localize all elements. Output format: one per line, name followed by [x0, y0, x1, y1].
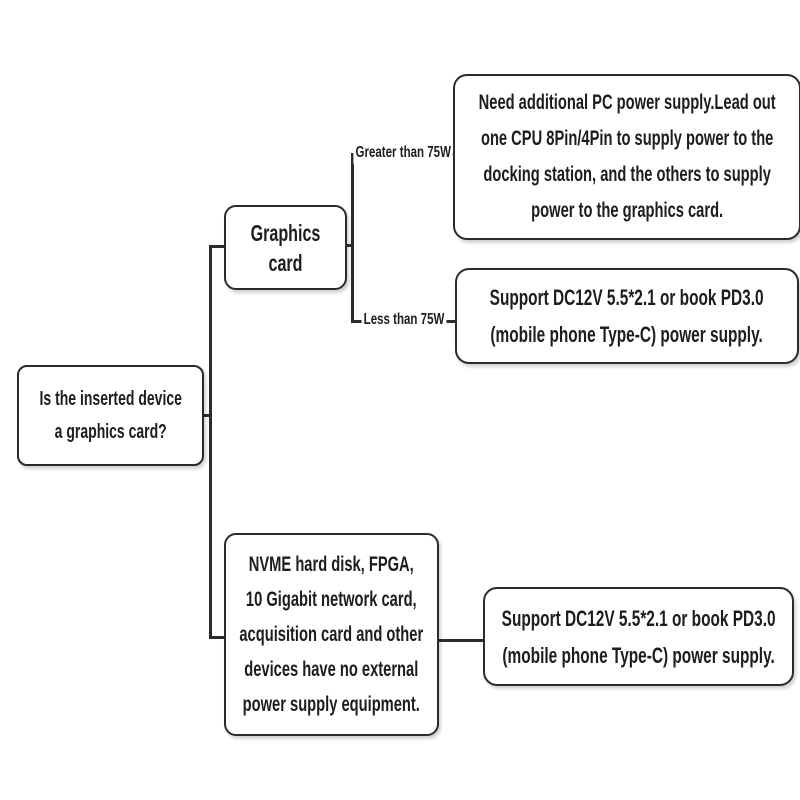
- connector-graphics-to-branch: [342, 244, 353, 247]
- connector-trunk-to-graphics: [209, 245, 226, 248]
- graphics-card-node: Graphics card: [224, 205, 347, 290]
- gpu-high-power-outcome-node: Need additional PC power supply.Lead out…: [453, 74, 800, 240]
- edge-label-less-than-75w: Less than 75W: [351, 309, 457, 331]
- connector-trunk-to-nvme: [209, 636, 226, 639]
- gpu-high-power-text: Need additional PC power supply.Lead out…: [478, 91, 776, 222]
- connector-trunk-vertical: [209, 245, 212, 638]
- edge-label-greater-text: Greater than 75W: [353, 142, 453, 164]
- gpu-low-power-outcome-node: Support DC12V 5.5*2.1 or book PD3.0(mobi…: [455, 268, 799, 364]
- graphics-card-text: Graphics card: [250, 219, 321, 276]
- edge-label-less-text: Less than 75W: [361, 309, 447, 331]
- connector-nvme-to-power: [434, 639, 484, 642]
- nvme-devices-text: NVME hard disk, FPGA,10 Gigabit network …: [239, 553, 424, 716]
- connector-root-to-trunk: [198, 414, 211, 417]
- connector-branch-vertical: [351, 153, 354, 322]
- gpu-low-power-text: Support DC12V 5.5*2.1 or book PD3.0(mobi…: [490, 285, 764, 347]
- nvme-power-text: Support DC12V 5.5*2.1 or book PD3.0(mobi…: [501, 605, 776, 668]
- nvme-power-outcome-node: Support DC12V 5.5*2.1 or book PD3.0(mobi…: [483, 587, 794, 686]
- edge-label-greater-than-75w: Greater than 75W: [351, 142, 455, 164]
- nvme-devices-node: NVME hard disk, FPGA,10 Gigabit network …: [224, 533, 439, 736]
